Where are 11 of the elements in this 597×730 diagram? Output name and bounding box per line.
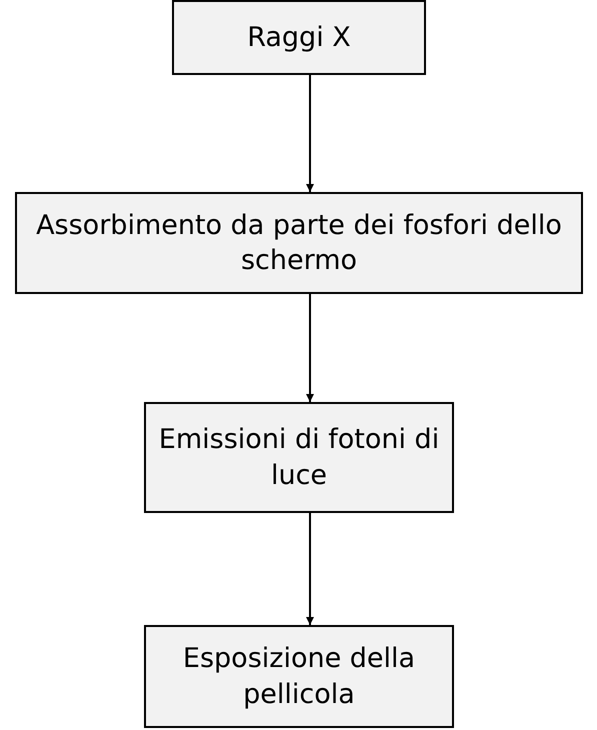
box-text: Esposizione della pellicola <box>182 642 416 712</box>
box-text: Raggi X <box>247 20 351 55</box>
arrow <box>306 294 314 402</box>
process-box <box>172 0 426 75</box>
arrow <box>306 513 314 625</box>
process-box <box>144 625 454 728</box>
arrow <box>306 75 314 192</box>
box-text: Assorbimento da parte dei fosfori dello schermo <box>35 208 563 278</box>
process-box <box>15 192 583 294</box>
box-text: Emissioni di fotoni di luce <box>158 423 440 492</box>
process-box <box>144 402 454 513</box>
